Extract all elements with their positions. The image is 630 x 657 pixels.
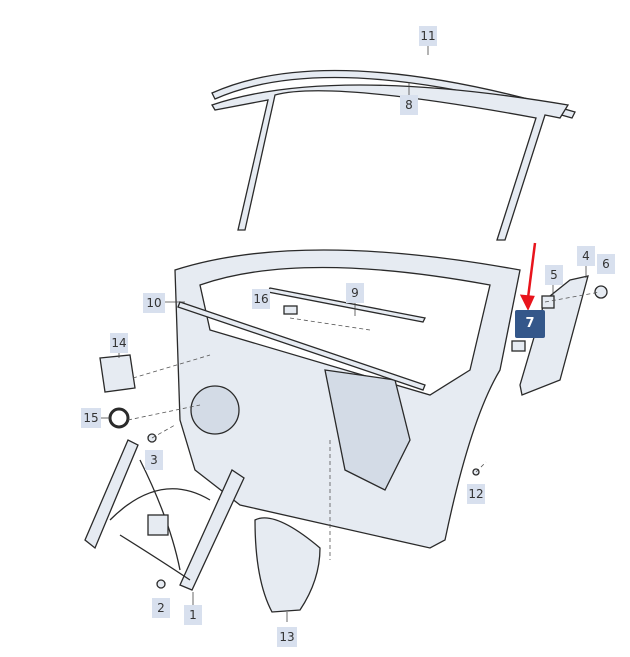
- label-part-12[interactable]: 12: [467, 484, 485, 504]
- label-part-11[interactable]: 11: [419, 26, 437, 46]
- part-1-regulator: [84, 439, 139, 550]
- label-part-9[interactable]: 9: [346, 283, 364, 303]
- part-8-frame: [211, 84, 570, 241]
- part-16-clip: [283, 305, 298, 315]
- part-13-carrier: [254, 517, 321, 613]
- label-part-7-highlighted[interactable]: 7: [515, 310, 545, 338]
- part-6-screw: [594, 285, 608, 299]
- label-part-3[interactable]: 3: [145, 450, 163, 470]
- label-part-2[interactable]: 2: [152, 598, 170, 618]
- label-part-1[interactable]: 1: [184, 605, 202, 625]
- label-part-4[interactable]: 4: [577, 246, 595, 266]
- label-part-5[interactable]: 5: [545, 265, 563, 285]
- label-part-16[interactable]: 16: [252, 289, 270, 309]
- part-15-ring: [108, 407, 130, 429]
- part-11-seal: [211, 69, 576, 119]
- part-14-cover: [99, 354, 136, 393]
- label-part-14[interactable]: 14: [110, 333, 128, 353]
- label-part-8[interactable]: 8: [400, 95, 418, 115]
- label-part-10[interactable]: 10: [143, 293, 165, 313]
- part-5-clip: [541, 295, 555, 309]
- part-10-strip: [177, 301, 426, 391]
- label-part-13[interactable]: 13: [277, 627, 297, 647]
- label-part-6[interactable]: 6: [597, 254, 615, 274]
- part-2-nut: [156, 579, 166, 589]
- red-arrow: [519, 242, 537, 311]
- label-part-15[interactable]: 15: [81, 408, 101, 428]
